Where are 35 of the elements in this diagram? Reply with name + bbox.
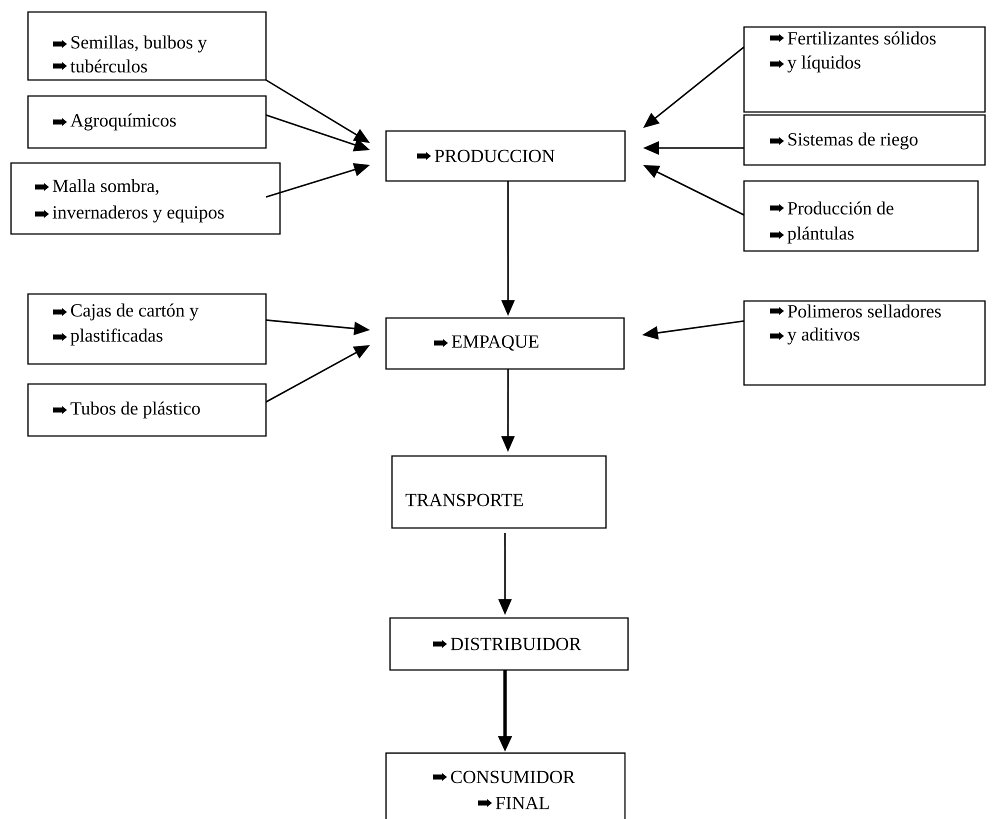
- box-text: Agroquímicos: [70, 114, 176, 130]
- box-text: Producción de: [788, 201, 894, 215]
- box-text: CONSUMIDOR: [451, 770, 576, 784]
- box-text: PRODUCCION: [434, 150, 555, 162]
- box-text: Polimeros selladores: [788, 304, 941, 318]
- box-text: Fertilizantes sólidos: [788, 31, 936, 45]
- box-text: DISTRIBUIDOR: [450, 638, 582, 650]
- box-text: FINAL: [496, 796, 549, 810]
- box-text: y líquidos: [788, 56, 860, 72]
- process-box: [743, 26, 986, 113]
- process-box: [385, 752, 626, 819]
- process-box: [10, 162, 281, 235]
- box-text: Semillas, bulbos y: [72, 36, 207, 52]
- process-box: [385, 317, 625, 370]
- box-text: plastificadas: [70, 328, 162, 346]
- process-box: [743, 180, 979, 252]
- box-text: Malla sombra,: [52, 179, 158, 195]
- box-text: tubérculos: [70, 59, 147, 73]
- process-box: [743, 114, 986, 166]
- box-text: plántulas: [788, 226, 854, 244]
- box-text: invernaderos y equipos: [52, 206, 224, 222]
- process-box: [385, 130, 626, 182]
- box-text: Sistemas de riego: [788, 132, 918, 150]
- box-text: EMPAQUE: [452, 335, 538, 351]
- box-text: Tubos de plástico: [70, 402, 200, 418]
- box-text: y aditivos: [788, 328, 860, 344]
- process-box: [743, 300, 986, 386]
- process-box: [27, 95, 267, 149]
- process-box: [27, 11, 267, 81]
- process-box: [389, 617, 629, 671]
- process-box: [391, 455, 607, 529]
- box-text: Cajas de cartón y: [71, 304, 199, 320]
- box-text: TRANSPORTE: [406, 494, 523, 506]
- process-box: [27, 293, 267, 365]
- process-box: [27, 383, 267, 437]
